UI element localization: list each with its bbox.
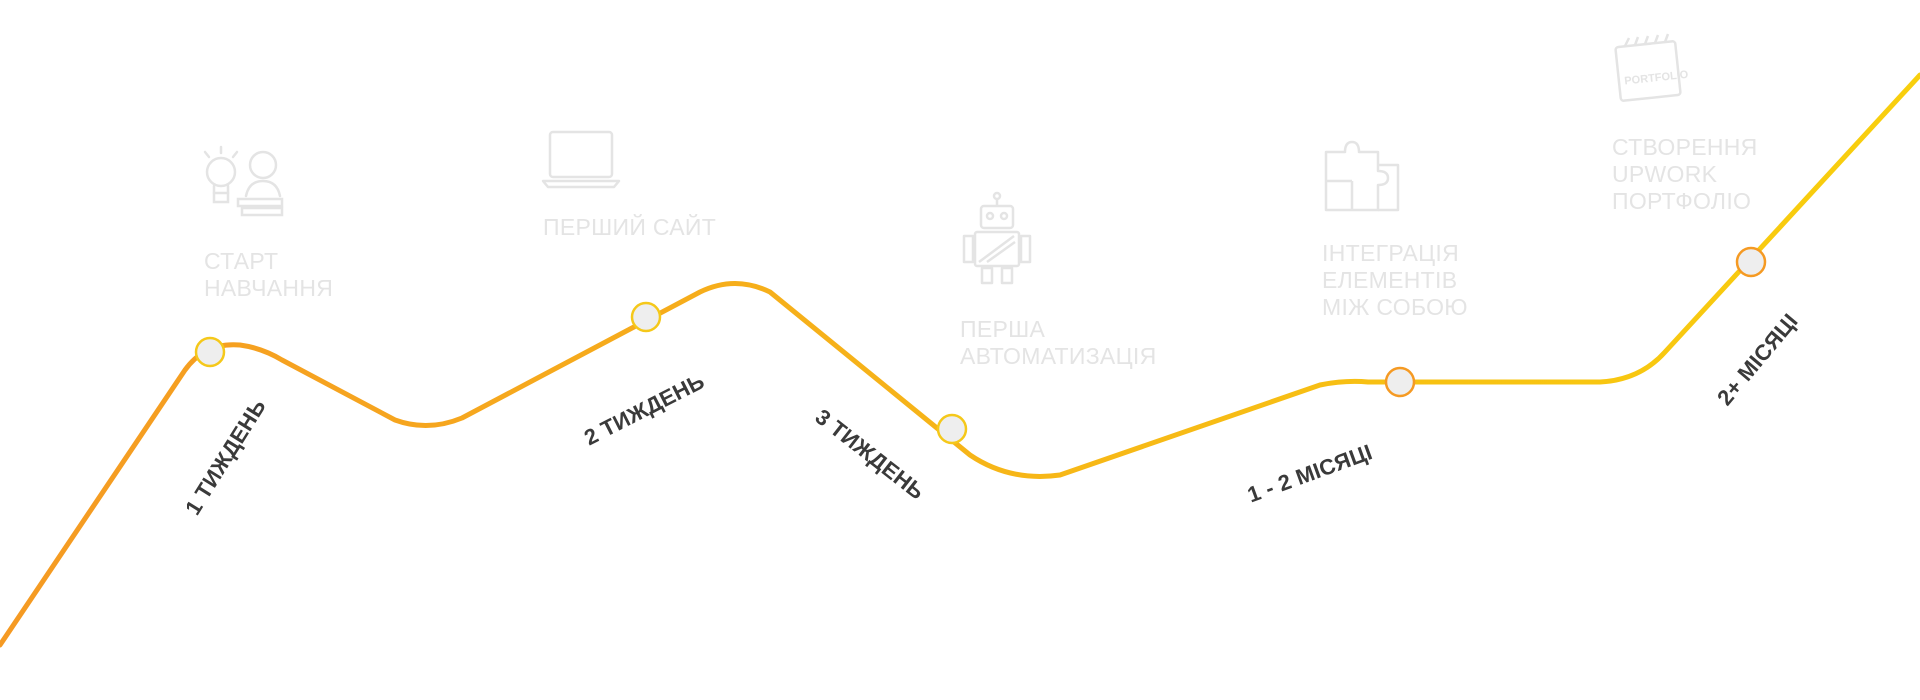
milestone-title-upwork-portfolio: СТВОРЕННЯ UPWORK ПОРТФОЛІО <box>1612 134 1758 214</box>
milestone-title-start-learning: СТАРТ НАВЧАННЯ <box>204 248 334 301</box>
milestone-nodes <box>194 246 1767 445</box>
milestone-title-first-automation: ПЕРША АВТОМАТИЗАЦІЯ <box>960 316 1157 369</box>
roadmap-path <box>0 72 1920 648</box>
milestone-node <box>630 301 662 333</box>
portfolio-notepad-icon: PORTFOLIO <box>1614 33 1689 102</box>
laptop-icon <box>541 130 621 189</box>
milestone-node <box>1735 246 1767 278</box>
milestone-title-integration: ІНТЕГРАЦІЯ ЕЛЕМЕНТІВ МІЖ СОБОЮ <box>1322 240 1468 320</box>
milestone-node <box>1384 366 1416 398</box>
milestone-title-first-site: ПЕРШИЙ САЙТ <box>543 214 717 240</box>
milestone-node <box>936 413 968 445</box>
puzzle-icon <box>1324 140 1400 212</box>
lightbulb-brain-icon <box>203 145 284 217</box>
milestone-node <box>194 336 226 368</box>
robot-icon <box>962 191 1032 285</box>
